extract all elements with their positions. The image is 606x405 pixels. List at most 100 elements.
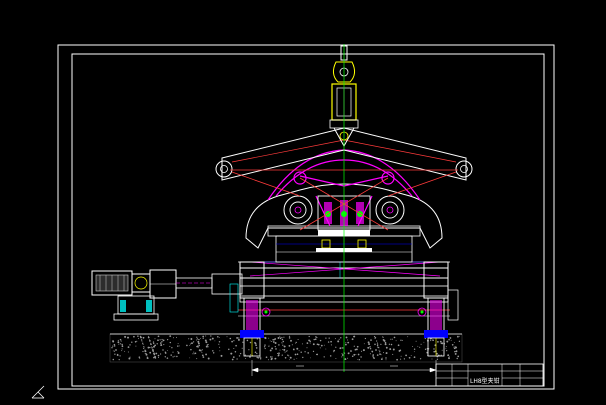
ground-dot: [177, 343, 179, 344]
ground-dot: [437, 341, 439, 343]
ground-dot: [217, 335, 219, 338]
ground-dot: [295, 343, 297, 345]
ground-dot: [415, 340, 417, 342]
ground-dot: [170, 354, 172, 356]
ground-dot: [135, 345, 137, 347]
ground-dot: [367, 346, 370, 349]
ground-dot: [197, 342, 200, 345]
ground-dot: [392, 348, 395, 351]
ground-dot: [345, 342, 347, 344]
ground-dot: [453, 341, 455, 343]
ground-dot: [338, 338, 340, 340]
ground-dot: [400, 339, 402, 341]
ground-dot: [151, 346, 153, 348]
ground-dot: [335, 346, 337, 348]
ground-dot: [154, 357, 157, 359]
ground-dot: [212, 352, 215, 354]
ground-dot: [166, 350, 168, 351]
ground-dot: [128, 357, 131, 360]
ground-dot: [351, 355, 354, 357]
ground-dot: [354, 349, 357, 351]
ground-dot: [335, 358, 337, 359]
ground-dot: [113, 343, 116, 346]
ground-dot: [419, 346, 421, 348]
ground-dot: [388, 343, 391, 345]
ground-dot: [350, 350, 352, 352]
ground-dot: [218, 343, 220, 345]
ground-dot: [144, 353, 146, 355]
ground-dot: [440, 342, 443, 345]
ground-dot: [339, 347, 342, 350]
inner-frame: [71, 53, 545, 387]
ground-dot: [413, 356, 416, 359]
ground-dot: [149, 340, 151, 342]
ground-dot: [115, 349, 117, 351]
ground-dot: [450, 339, 452, 341]
ground-dot: [231, 358, 234, 361]
ground-dot: [413, 348, 416, 350]
ground-dot: [282, 344, 284, 346]
ground-dot: [263, 346, 266, 348]
ground-dot: [307, 352, 310, 354]
ground-dot: [449, 337, 452, 339]
ucs-axis-icon: [31, 385, 45, 399]
ground-dot: [189, 357, 191, 359]
ground-dot: [376, 342, 379, 344]
ground-dot: [174, 355, 176, 357]
ground-dot: [376, 344, 379, 347]
ground-dot: [153, 345, 155, 348]
ground-dot: [259, 358, 262, 360]
ground-dot: [238, 355, 241, 357]
ground-dot: [268, 344, 270, 346]
ground-dot: [145, 353, 148, 356]
ground-dot: [363, 343, 365, 345]
ground-dot: [157, 339, 159, 342]
ground-dot: [374, 343, 376, 346]
ground-dot: [290, 339, 292, 342]
ground-dot: [169, 341, 171, 344]
ground-dot: [395, 340, 397, 342]
ground-dot: [150, 343, 152, 346]
ground-dot: [370, 339, 372, 341]
ground-dot: [369, 353, 371, 355]
ground-dot: [300, 351, 302, 353]
ground-dot: [389, 348, 392, 351]
ground-dot: [456, 357, 458, 360]
ground-dot: [152, 350, 154, 352]
ground-dot: [269, 349, 272, 352]
ground-dot: [147, 336, 150, 339]
ground-dot: [375, 349, 377, 351]
ground-dot: [271, 357, 273, 360]
ground-dot: [293, 358, 295, 360]
ground-dot: [295, 341, 297, 344]
ground-dot: [249, 356, 251, 358]
ground-dot: [159, 339, 161, 341]
ground-dot: [121, 350, 123, 352]
ground-dot: [400, 355, 402, 357]
ground-dot: [156, 343, 158, 345]
ground-dot: [278, 344, 280, 346]
ground-dot: [153, 353, 156, 356]
ground-dot: [271, 356, 273, 358]
ground-dot: [194, 352, 197, 355]
ground-dot: [149, 339, 150, 341]
ground-dot: [393, 336, 396, 339]
ground-dot: [341, 354, 344, 356]
ground-dot: [277, 337, 280, 339]
ground-dot: [242, 341, 244, 343]
ground-dot: [372, 355, 374, 357]
ground-dot: [445, 346, 447, 348]
ground-dot: [456, 351, 458, 353]
ground-dot: [167, 339, 169, 341]
ground-dot: [121, 345, 124, 348]
ground-dot: [228, 348, 230, 351]
ground-dot: [211, 337, 214, 340]
ground-dot: [121, 343, 123, 346]
ground-dot: [340, 337, 342, 339]
outer-frame: [57, 44, 555, 390]
ground-dot: [197, 340, 200, 343]
ground-dot: [153, 342, 155, 345]
ground-dot: [454, 350, 456, 353]
ground-dot: [341, 356, 343, 358]
